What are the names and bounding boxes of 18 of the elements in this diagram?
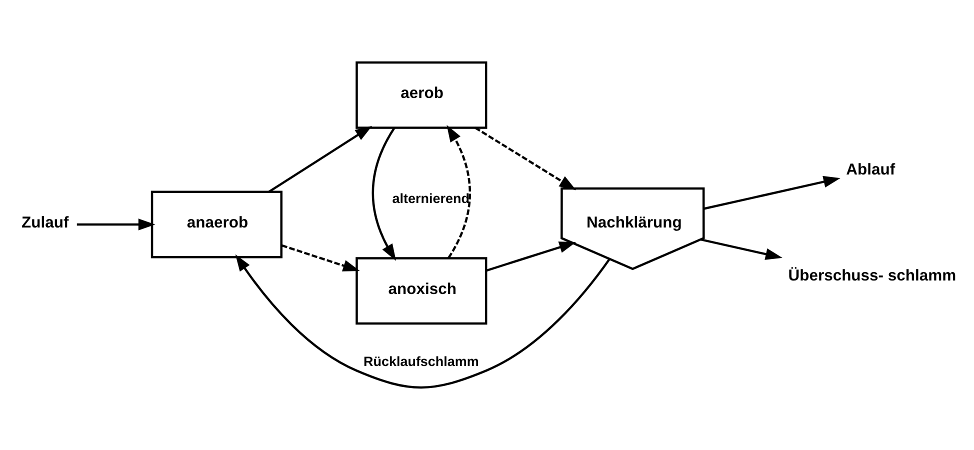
node-text: Ablauf	[846, 162, 896, 179]
node-text: Überschuss- schlamm	[788, 267, 956, 284]
arrow	[235, 254, 610, 389]
node-text: Zulauf	[22, 214, 69, 232]
arrow	[372, 127, 396, 261]
arrow	[486, 242, 576, 272]
node-box: anaerob	[150, 190, 282, 258]
arrow	[474, 126, 576, 190]
node-box: aerob	[356, 61, 488, 129]
arrow	[446, 124, 471, 259]
edge-label: Rücklaufschlamm	[363, 354, 479, 369]
edge-label: alternierend	[392, 190, 470, 206]
arrow	[268, 126, 372, 193]
arrow	[282, 244, 360, 272]
arrow	[700, 238, 782, 260]
arrow	[76, 218, 156, 230]
arrow	[704, 176, 840, 210]
node-box: anoxisch	[356, 257, 488, 325]
